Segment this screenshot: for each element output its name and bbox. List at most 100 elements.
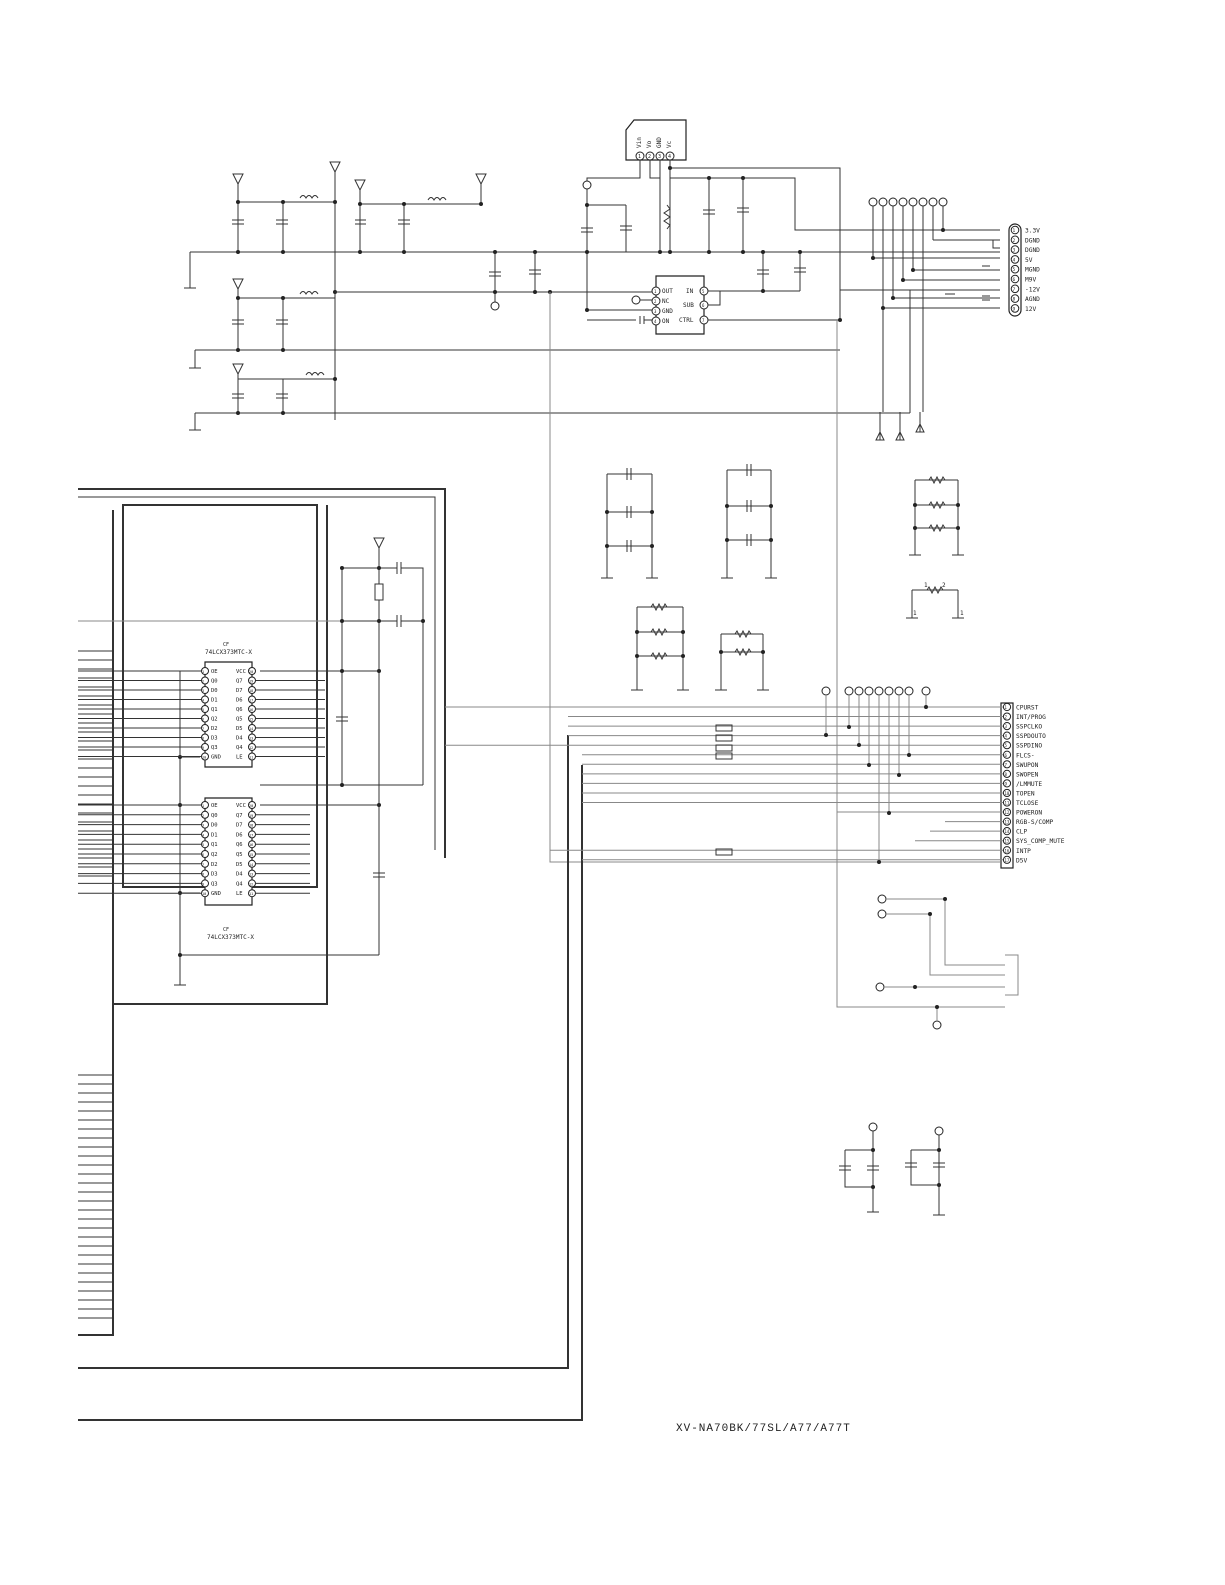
connector-pin: [1002, 712, 1012, 721]
ic-pin-name: D2: [211, 862, 218, 868]
connector-pin-label: POWERON: [1016, 810, 1042, 817]
connector-pin: [1010, 284, 1020, 294]
ic-pin-name: Q1: [211, 707, 218, 713]
ic-pin-name: OE: [211, 669, 218, 675]
ic-pin-name: D6: [236, 698, 243, 704]
connector-pin-label: INT/PROG: [1016, 714, 1046, 721]
ic-pin-number: 5: [202, 843, 204, 847]
connector-pin-label: AGND: [1025, 296, 1040, 303]
junction-dot: [887, 811, 891, 815]
ic-pin-circle: [201, 850, 209, 858]
ic-pin-number: 19: [249, 680, 253, 684]
connector-pin-label: -12V: [1025, 286, 1040, 293]
ic-pin-name: D7: [236, 688, 243, 694]
ic-pin-circle: [201, 743, 209, 751]
ic-pin-number: 4: [202, 833, 204, 837]
ic-pin-name: Q0: [211, 813, 218, 819]
ic-pin-name: LE: [236, 755, 243, 761]
ic-pin-number: 10: [202, 756, 206, 760]
power-supply-section: Vin Vo GND Vc 1 2 3 4: [184, 119, 1022, 863]
ic-pin-circle: [248, 810, 256, 819]
connector-pin-number: 7: [1013, 287, 1016, 293]
ic-pin-circle: [248, 752, 256, 761]
signal-connector-area: [445, 320, 1019, 1030]
model-number: XV-NA70BK/77SL/A77/A77T: [676, 1423, 851, 1435]
ic-pin-circle: [201, 840, 209, 849]
ic-pin-name: Q4: [236, 745, 243, 751]
bus-frame: [78, 488, 583, 1421]
ic-pin-number: 6: [202, 718, 204, 722]
ic-pin-circle: [248, 686, 256, 694]
ic-pin-circle: [248, 667, 256, 675]
junction-dot: [907, 753, 911, 757]
regulator-top-pin-label: Vin: [636, 137, 643, 148]
ic-pin-circle: [201, 830, 209, 839]
latch-ic-1-part: 74LCX373MTC-X: [205, 649, 252, 656]
connector-pin: [1002, 702, 1012, 712]
resistor-pin-label: 1: [913, 610, 917, 617]
connector-pin: [1010, 255, 1020, 264]
ic-pin-number: 16: [249, 843, 253, 847]
connector-pin-label: M9V: [1025, 277, 1036, 284]
connector-pin-number: 17: [1005, 858, 1010, 863]
resistor-pin-label: 2: [942, 582, 946, 589]
regulator-top-pin-number: 2: [648, 154, 651, 160]
test-point-row-mid: [821, 686, 931, 696]
ic-pin-number: 12: [249, 746, 253, 750]
connector-pin-number: 10: [1005, 791, 1010, 796]
connector-pin-number: 2: [1013, 238, 1016, 244]
connector-pin: [1002, 741, 1012, 750]
ic-pin-name: Q6: [236, 842, 243, 848]
ic-pin-circle: [201, 820, 209, 829]
connector-pin: [1002, 769, 1012, 778]
connector-pin-number: 8: [1005, 772, 1008, 777]
connector-pin-label: TOPEN: [1016, 790, 1035, 797]
connector-pin: [1002, 846, 1012, 855]
connector-pin-number: 6: [1013, 277, 1016, 283]
connector-pin-label: SWOPEN: [1016, 771, 1039, 778]
connector-pin: [1002, 750, 1012, 759]
ic-pin-circle: [248, 840, 256, 849]
ic-pin-number: 7: [202, 863, 204, 867]
ic-pin-number: 13: [249, 873, 253, 877]
connector-pin-number: 1: [1013, 228, 1016, 234]
connector-pin-label: CPURST: [1016, 705, 1039, 712]
regulator-mid-pin-number: 6: [702, 303, 705, 308]
connector-pin-number: 4: [1005, 734, 1008, 739]
ic-pin-name: D3: [211, 736, 218, 742]
connector-pin-number: 7: [1005, 762, 1008, 767]
regulator-mid: OUT NC GND ON 1 2 3 4 IN SUB CTRL 5 6 7: [651, 275, 709, 335]
connector-pin: [1002, 855, 1012, 864]
ic-pin-circle: [248, 695, 256, 704]
ic-pin-number: 18: [249, 689, 253, 693]
ic-pin-circle: [201, 667, 209, 675]
ic-pin-circle: [201, 879, 209, 888]
ic-pin-circle: [248, 705, 256, 713]
resistor-pin-label: 1: [960, 610, 964, 617]
ic-pin-number: 20: [249, 670, 253, 674]
ic-pin-name: Q0: [211, 679, 218, 685]
ic-pin-name: D3: [211, 872, 218, 878]
ic-pin-name: D4: [236, 872, 243, 878]
ic-pin-name: GND: [211, 755, 221, 761]
connector-pin: [1002, 817, 1012, 826]
latch-ic-1-ref: CF: [223, 642, 229, 648]
connector-pin: [1010, 274, 1020, 284]
junction-dot: [867, 763, 871, 767]
ic-pin-circle: [248, 714, 256, 723]
connector-pin-label: CLP: [1016, 829, 1027, 836]
ic-pin-name: D5: [236, 726, 243, 732]
connector-pin-number: 4: [1013, 257, 1016, 263]
connector-pin-number: 9: [1005, 781, 1008, 786]
ic-pin-circle: [248, 733, 256, 742]
ic-pin-name: VCC: [236, 803, 246, 809]
connector-pin-label: SYS_COMP_MUTE: [1016, 838, 1065, 845]
connector-pin-label: SSPDOUTO: [1016, 733, 1046, 740]
vcc-symbols: [232, 161, 487, 376]
regulator-top: Vin Vo GND Vc 1 2 3 4: [625, 119, 687, 161]
ic-pin-number: 9: [202, 882, 204, 886]
connector-pin-number: 16: [1005, 848, 1010, 853]
ic-pin-number: 1: [202, 670, 204, 674]
